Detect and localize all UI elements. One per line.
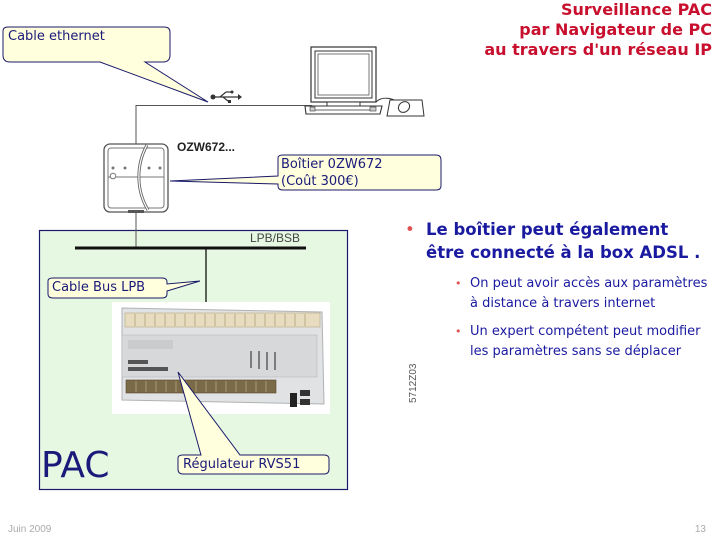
sub-bullet-list: • On peut avoir accès aux paramètres à d… xyxy=(400,274,710,361)
callout-ethernet xyxy=(2,26,209,103)
bullet-main: • Le boîtier peut également être connect… xyxy=(400,218,710,264)
bullet-list: • Le boîtier peut également être connect… xyxy=(400,218,710,370)
callout-boitier xyxy=(169,154,442,191)
ozw672-box-icon xyxy=(103,143,169,213)
device-label: OZW672... xyxy=(177,140,236,154)
callout-bus xyxy=(47,277,201,299)
bus-label: LPB/BSB xyxy=(250,231,301,245)
callout-boitier-label: Boîtier 0ZW672 (Coût 300€) xyxy=(281,156,383,190)
pac-zone-label: PAC xyxy=(41,445,110,486)
title-line-2: par Navigateur de PC xyxy=(519,20,712,39)
callout-bus-label: Cable Bus LPB xyxy=(52,280,146,295)
sub-bullet-2-text: Un expert compétent peut modifier les pa… xyxy=(470,324,701,359)
usb-icon xyxy=(210,90,242,103)
title-line-3: au travers d'un réseau IP xyxy=(484,40,712,59)
callout-regulateur-label: Régulateur RVS51 xyxy=(183,457,301,472)
callout-boitier-line-2: (Coût 300€) xyxy=(281,174,359,189)
slide-title: Surveillance PAC par Navigateur de PC au… xyxy=(392,0,712,60)
mouse-icon xyxy=(375,97,425,117)
sub-bullet-1-text: On peut avoir accès aux paramètres à dis… xyxy=(470,276,708,311)
rvs51-controller-image xyxy=(112,302,330,414)
bullet-dot-icon: • xyxy=(405,220,415,239)
footer-date: Juin 2009 xyxy=(8,524,52,535)
bullet-dot-icon: • xyxy=(455,277,462,290)
bullet-main-text: Le boîtier peut également être connecté … xyxy=(426,220,701,262)
page-number: 13 xyxy=(694,524,706,535)
callout-regulateur xyxy=(177,371,330,475)
sub-bullet-2: • Un expert compétent peut modifier les … xyxy=(455,322,710,361)
bullet-dot-icon: • xyxy=(455,325,462,338)
callout-boitier-line-1: Boîtier 0ZW672 xyxy=(281,157,383,172)
computer-icon xyxy=(304,46,383,115)
sub-bullet-1: • On peut avoir accès aux paramètres à d… xyxy=(455,274,710,313)
title-line-1: Surveillance PAC xyxy=(560,0,712,19)
callout-ethernet-label: Cable ethernet xyxy=(8,29,105,44)
